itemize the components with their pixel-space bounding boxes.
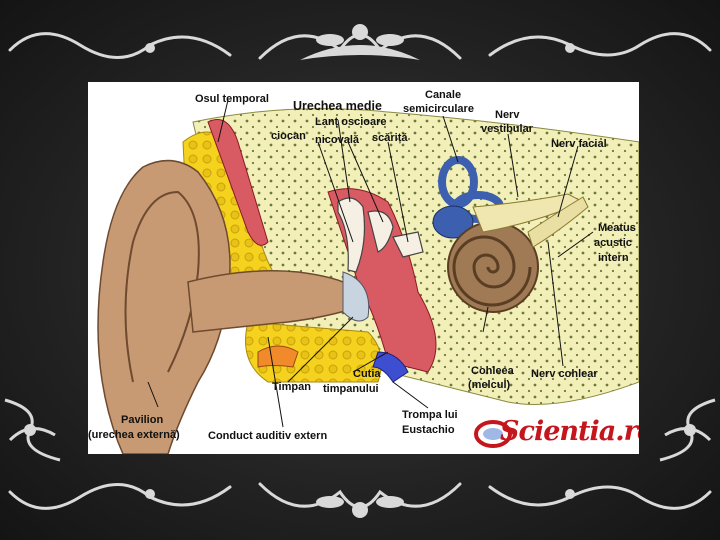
label-cohleea: Cohleea bbox=[471, 365, 514, 377]
label-nerv: Nerv bbox=[495, 109, 520, 121]
label-meatus: Meatus bbox=[598, 222, 636, 234]
logo-text: Scientia.ro bbox=[500, 416, 639, 447]
bottom-ornament bbox=[0, 462, 720, 532]
label-vestibular: vestibular bbox=[481, 123, 533, 135]
label-timpanului: timpanului bbox=[323, 383, 379, 395]
label-melcul: (melcul) bbox=[468, 379, 511, 391]
label-nerv-facial: Nerv facial bbox=[551, 138, 607, 150]
label-canale: Canale bbox=[425, 89, 462, 101]
label-scarita: scăriță bbox=[372, 132, 408, 144]
label-acustic: acustic bbox=[594, 237, 632, 249]
label-conduct-auditiv: Conduct auditiv extern bbox=[208, 430, 328, 442]
label-timpan: Timpan bbox=[272, 381, 311, 393]
label-semicirculare: semicirculare bbox=[403, 103, 474, 115]
top-ornament bbox=[0, 10, 720, 80]
label-nerv-cohlear: Nerv cohlear bbox=[531, 368, 598, 380]
label-pavilion: Pavilion bbox=[121, 414, 164, 426]
label-lant-oscioare: Lanț oscioare bbox=[315, 116, 387, 128]
right-ornament bbox=[640, 380, 720, 480]
ear-anatomy-illustration bbox=[97, 99, 639, 454]
ear-diagram: Osul temporal Urechea medie Lanț oscioar… bbox=[88, 82, 639, 454]
label-urechea-externa: (urechea externă) bbox=[88, 429, 180, 441]
scientia-logo: Scientia.ro bbox=[473, 414, 639, 450]
label-intern: intern bbox=[598, 252, 629, 264]
label-cutia: Cutia bbox=[353, 368, 381, 380]
left-ornament bbox=[0, 380, 80, 480]
label-urechea-medie: Urechea medie bbox=[293, 99, 382, 113]
label-eustachio: Eustachio bbox=[402, 424, 455, 436]
label-osul-temporal: Osul temporal bbox=[195, 93, 269, 105]
logo-swoosh-icon bbox=[474, 420, 512, 448]
label-nicovala: nicovală bbox=[315, 134, 360, 146]
label-ciocan: ciocan bbox=[271, 130, 306, 142]
label-trompa: Trompa lui bbox=[402, 409, 458, 421]
